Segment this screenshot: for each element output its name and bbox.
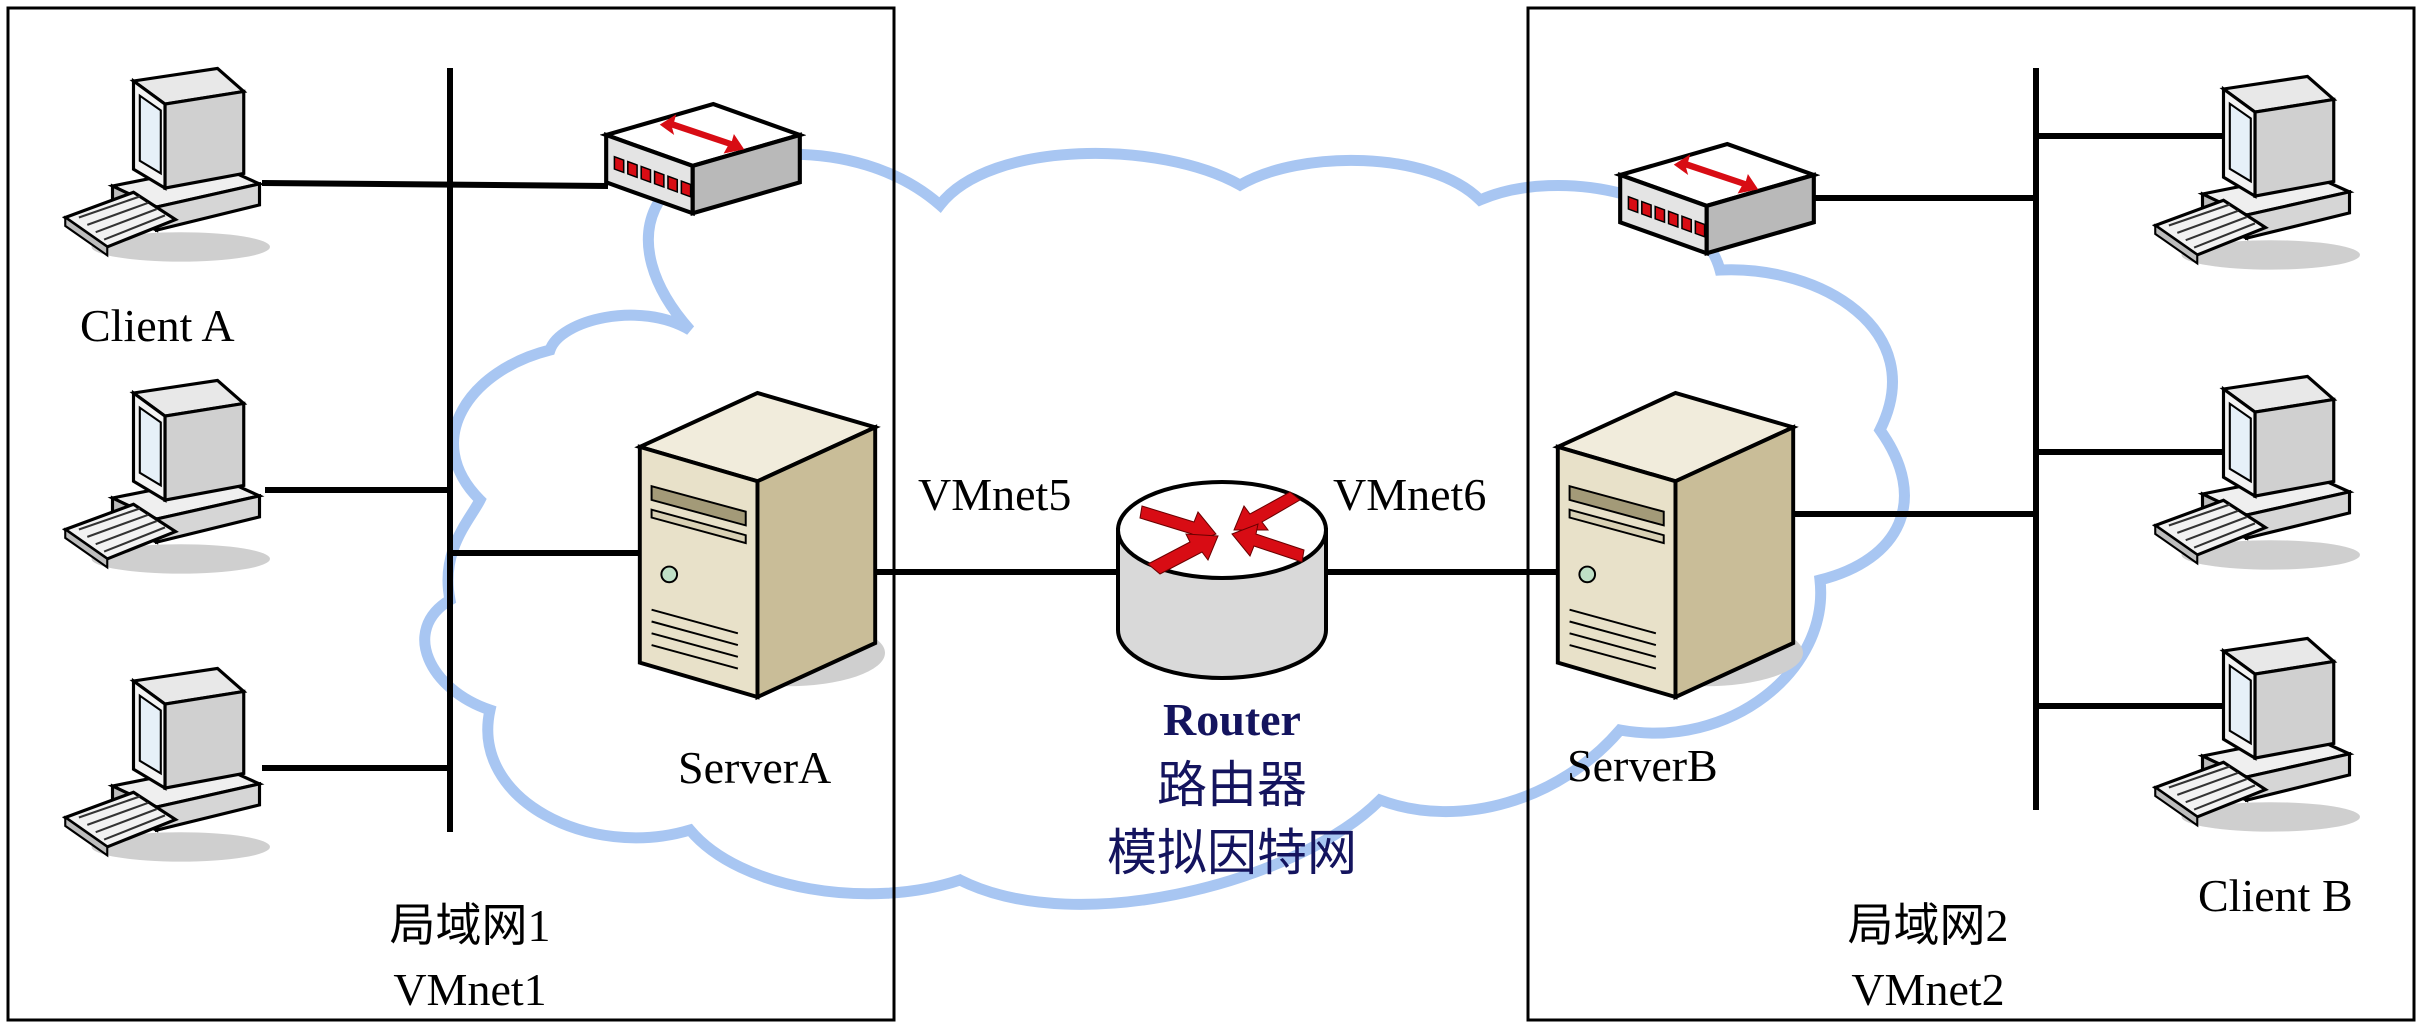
- lan2-box: [1526, 6, 2416, 1022]
- lan2-name: 局域网2: [1847, 900, 2009, 951]
- lan1-name: 局域网1: [389, 900, 551, 951]
- computer-icon: [2153, 636, 2360, 834]
- computer-icon: [2153, 74, 2360, 272]
- router-title: Router: [1163, 694, 1301, 745]
- lan1-box: [6, 6, 896, 1022]
- cloud-shape: [419, 147, 1910, 910]
- server-icon: [1558, 393, 1803, 697]
- computer-icon: [2153, 374, 2360, 572]
- lan2-vmnet: VMnet2: [1851, 964, 2005, 1015]
- computer-icon: [63, 666, 270, 864]
- computer-icon: [63, 378, 270, 576]
- lan1-link-client1: [261, 180, 609, 189]
- switch-icon: [1620, 144, 1814, 253]
- server-a-label: ServerA: [678, 742, 832, 793]
- client-b-label: Client B: [2198, 870, 2353, 921]
- vmnet5-label: VMnet5: [918, 469, 1072, 520]
- router-line2: 模拟因特网: [1107, 825, 1357, 881]
- client-a-label: Client A: [80, 300, 235, 351]
- router-icon: [1118, 482, 1326, 678]
- vmnet6-label: VMnet6: [1333, 469, 1487, 520]
- server-icon: [640, 393, 885, 697]
- computer-icon: [63, 66, 270, 264]
- router-line1: 路由器: [1157, 757, 1307, 813]
- lan1-vmnet: VMnet1: [393, 964, 547, 1015]
- switch-icon: [606, 104, 800, 213]
- server-b-label: ServerB: [1567, 740, 1718, 791]
